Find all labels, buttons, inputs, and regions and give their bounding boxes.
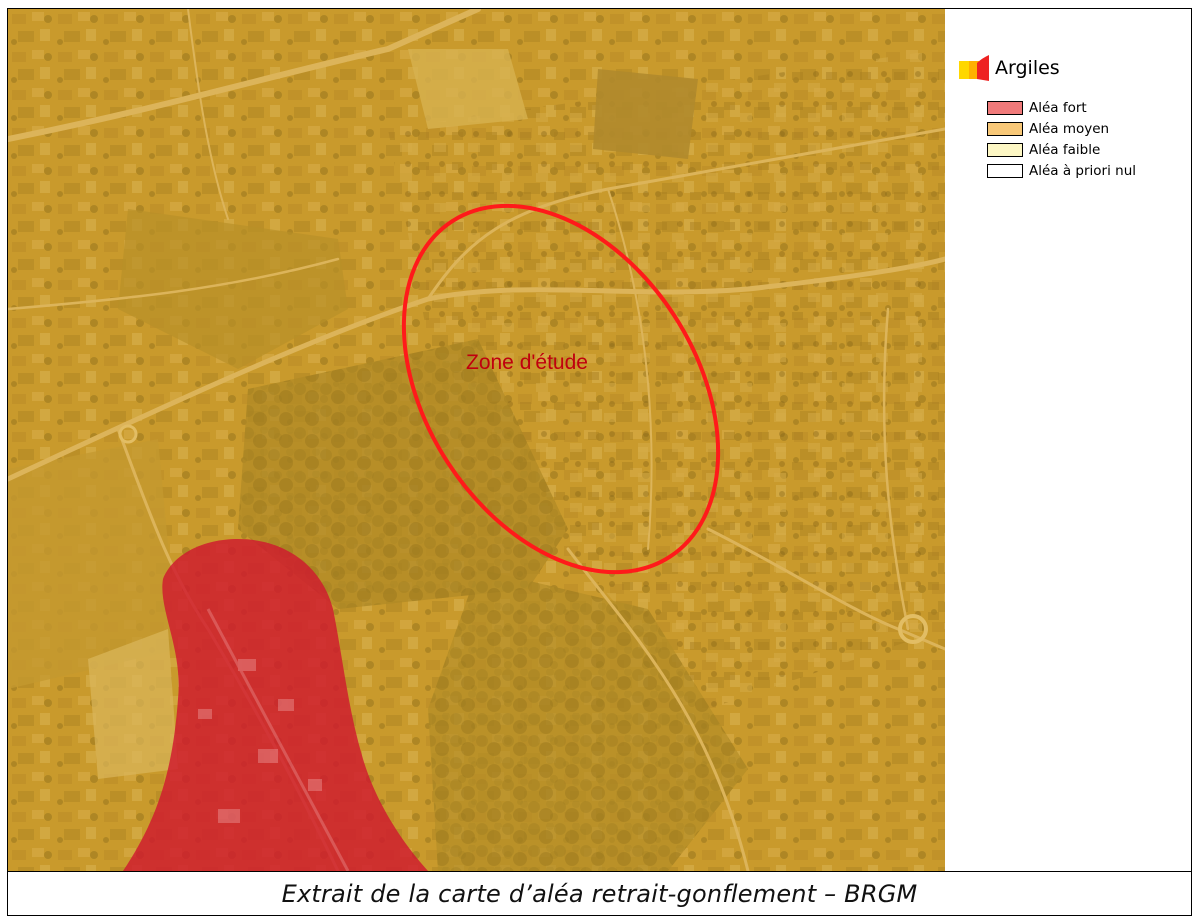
roundabout <box>118 424 138 444</box>
legend-item-faible: Aléa faible <box>987 139 1136 160</box>
hazard-map[interactable]: Zone d'étude <box>8 9 945 871</box>
legend-item-fort: Aléa fort <box>987 97 1136 118</box>
legend-label: Aléa fort <box>1029 99 1087 116</box>
legend-panel: Argiles Aléa fort Aléa moyen Aléa faible… <box>945 8 1192 872</box>
swatch-nul <box>987 163 1023 178</box>
legend-title: Argiles <box>995 57 1060 79</box>
stadium-field <box>408 49 528 129</box>
sports-field <box>593 69 698 159</box>
forest-texture <box>238 339 568 609</box>
swatch-fort <box>987 100 1023 115</box>
swatch-moyen <box>987 121 1023 136</box>
study-area-ellipse <box>401 203 721 575</box>
hazard-zone-fort <box>123 539 428 871</box>
legend-header: Argiles <box>959 53 1060 83</box>
field-patch <box>8 439 178 689</box>
legend-label: Aléa moyen <box>1029 120 1110 137</box>
study-area-label: Zone d'étude <box>466 351 588 374</box>
clay-layer-icon <box>959 55 989 81</box>
forest-texture <box>428 569 748 871</box>
legend-label: Aléa à priori nul <box>1029 162 1137 179</box>
legend-item-moyen: Aléa moyen <box>987 118 1136 139</box>
legend-list: Aléa fort Aléa moyen Aléa faible Aléa à … <box>987 97 1136 181</box>
field-patch <box>118 209 348 369</box>
figure-caption: Extrait de la carte d’aléa retrait-gonfl… <box>281 879 918 908</box>
map-panel[interactable]: Zone d'étude <box>7 8 946 872</box>
swatch-faible <box>987 142 1023 157</box>
caption-panel: Extrait de la carte d’aléa retrait-gonfl… <box>7 871 1192 916</box>
legend-item-nul: Aléa à priori nul <box>987 160 1136 181</box>
field-patch <box>88 629 178 779</box>
roundabout <box>898 614 928 644</box>
hazard-zone-texture <box>198 608 350 871</box>
legend-label: Aléa faible <box>1029 141 1101 158</box>
